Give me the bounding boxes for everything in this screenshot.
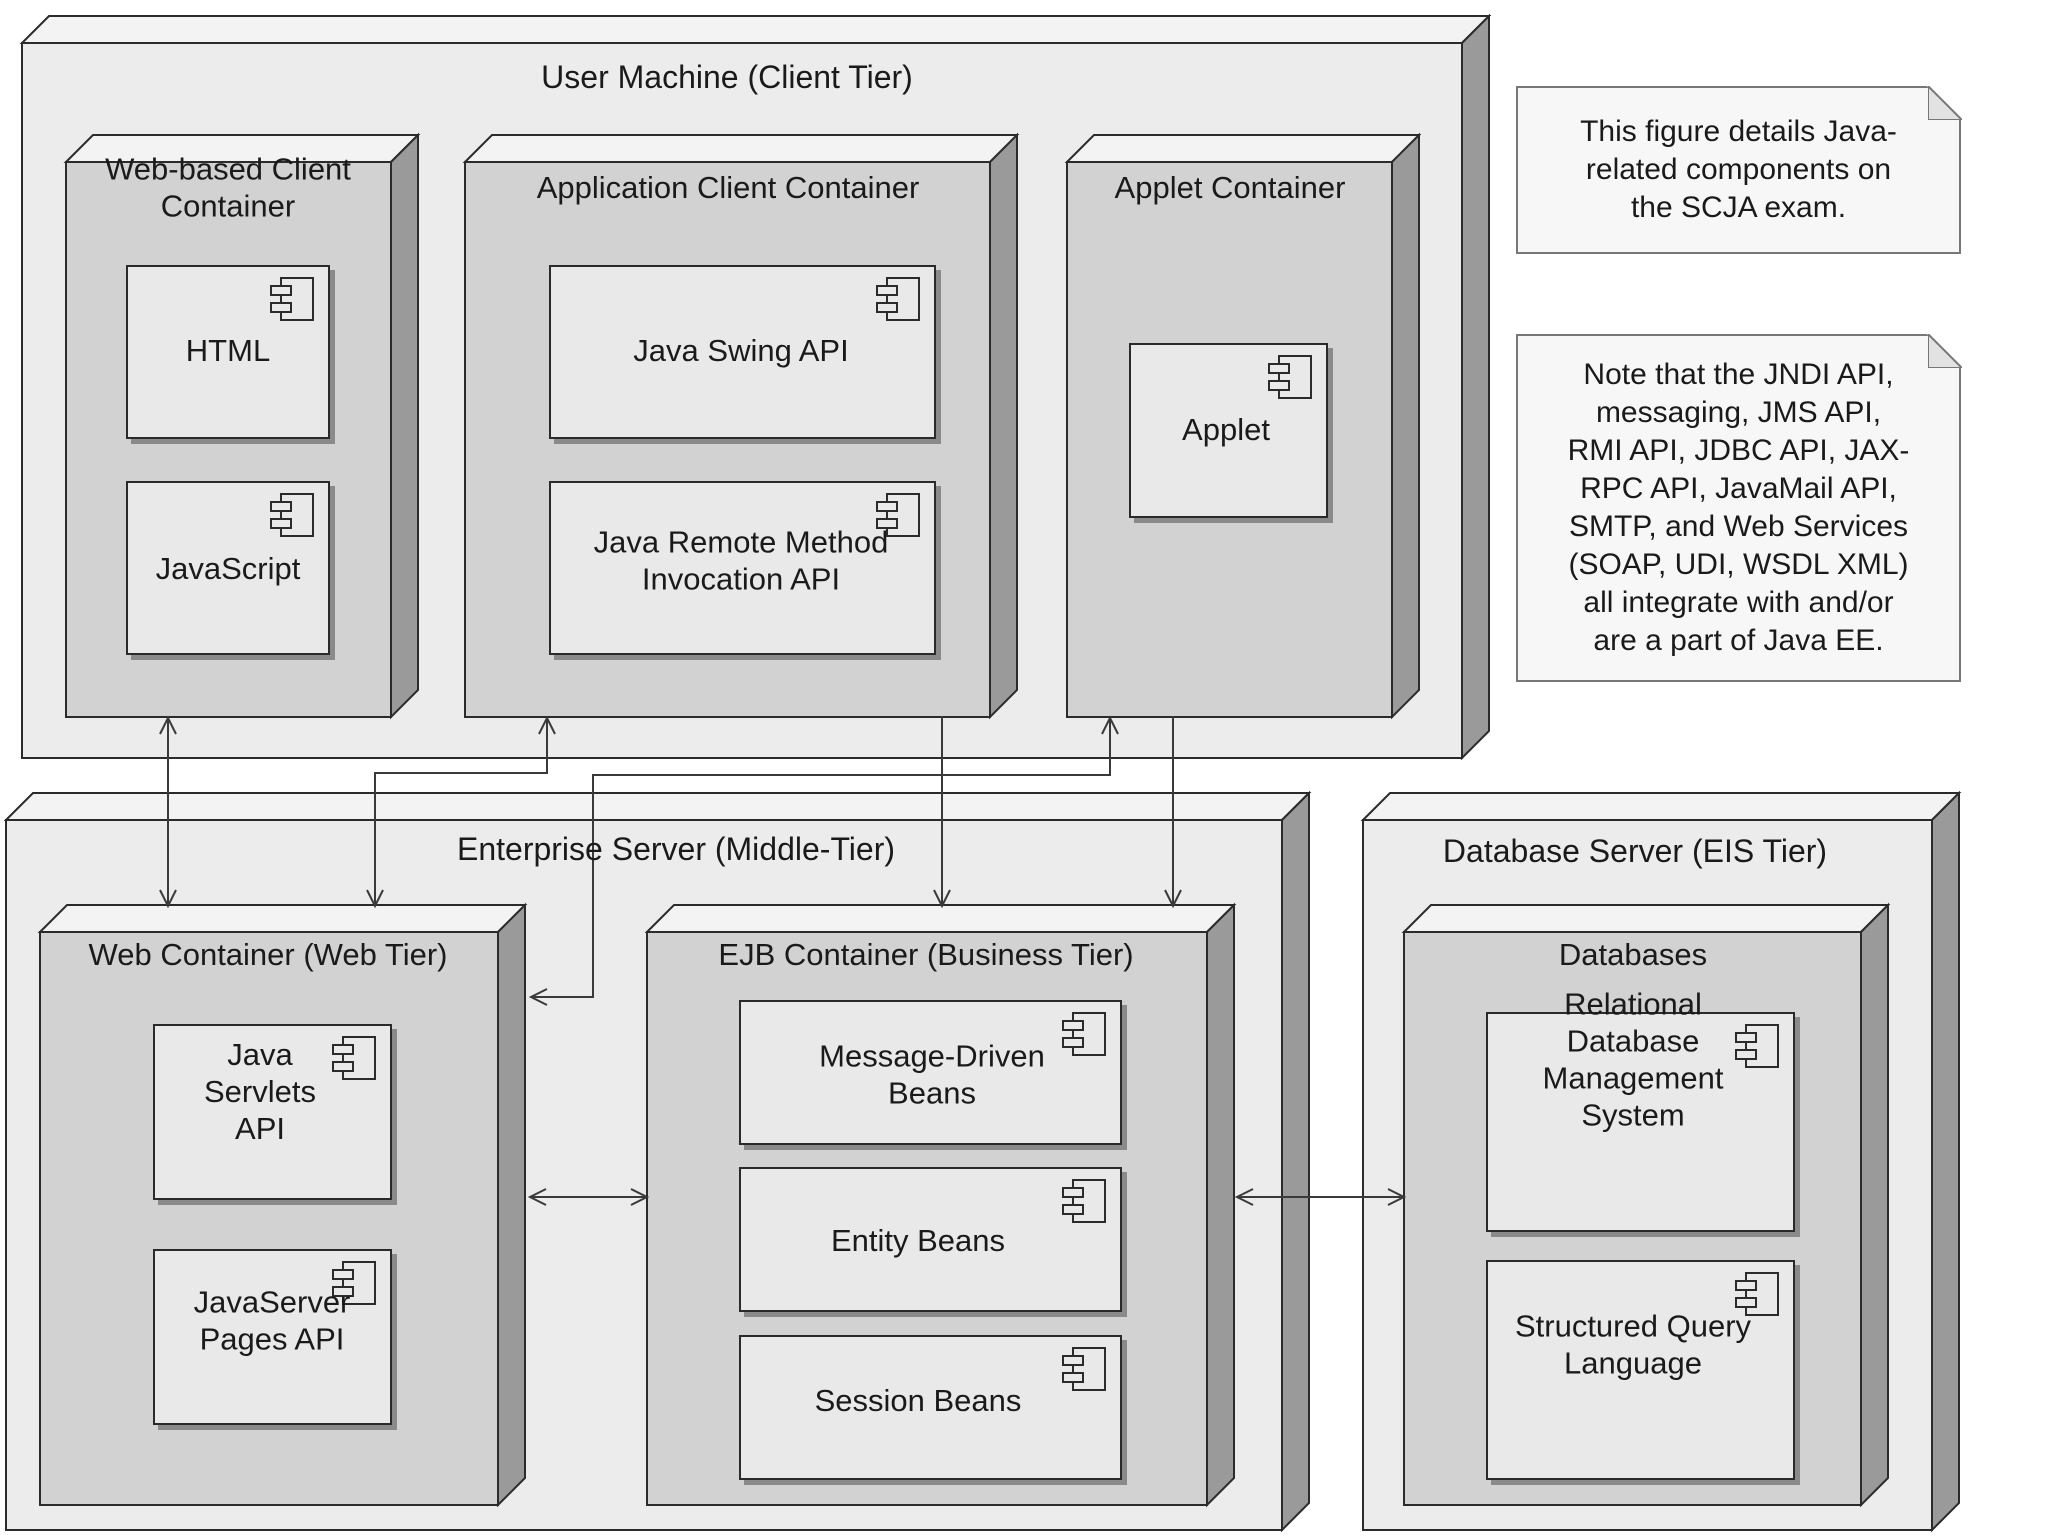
connectors xyxy=(159,715,1407,1206)
component-label-swing: Java Swing API xyxy=(633,333,848,368)
arrowhead-left-web-ejb xyxy=(527,1188,547,1206)
component-icon xyxy=(876,493,920,537)
component-icon xyxy=(270,277,314,321)
arrowhead-down-ejb-left xyxy=(933,889,951,909)
component-session-beans xyxy=(739,1335,1122,1480)
component-applet xyxy=(1129,343,1328,518)
component-sql xyxy=(1486,1260,1795,1480)
component-icon xyxy=(1062,1012,1106,1056)
component-java-servlets-api xyxy=(153,1024,392,1200)
component-entity-beans xyxy=(739,1167,1122,1312)
tier-label-eis: Database Server (EIS Tier) xyxy=(1443,833,1827,869)
component-label-entity: Entity Beans xyxy=(831,1223,1005,1258)
component-label-javascript: JavaScript xyxy=(156,551,301,586)
component-icon xyxy=(1735,1024,1779,1068)
container-label-app-client: Application Client Container xyxy=(537,170,920,205)
component-icon xyxy=(270,493,314,537)
component-jsp-api xyxy=(153,1249,392,1425)
arrowhead-up-appclient xyxy=(538,715,556,735)
note-fold-icon xyxy=(1928,334,1962,368)
container-label-databases: Databases xyxy=(1559,937,1707,972)
tier-label-client: User Machine (Client Tier) xyxy=(541,59,913,95)
component-icon xyxy=(1062,1179,1106,1223)
arrowhead-left-ejb-db xyxy=(1234,1188,1254,1206)
component-icon xyxy=(876,277,920,321)
arrowhead-right-web-ejb xyxy=(630,1188,650,1206)
arrowhead-up-applet xyxy=(1101,715,1119,735)
component-icon xyxy=(1268,355,1312,399)
component-label-applet: Applet xyxy=(1182,412,1270,447)
component-message-driven-beans xyxy=(739,1000,1122,1145)
arrowhead-down-web-right xyxy=(366,889,384,909)
note-fold-icon xyxy=(1928,86,1962,120)
container-label-applet: Applet Container xyxy=(1115,170,1346,205)
component-rdbms xyxy=(1486,1012,1795,1232)
container-applet xyxy=(1064,132,1422,720)
container-label-web: Web Container (Web Tier) xyxy=(89,937,448,972)
container-label-ejb: EJB Container (Business Tier) xyxy=(718,937,1133,972)
component-icon xyxy=(332,1036,376,1080)
connector-appclient-web xyxy=(374,718,548,906)
arrowhead-left-web xyxy=(528,988,548,1006)
component-icon xyxy=(1735,1272,1779,1316)
note-integration: Note that the JNDI API, messaging, JMS A… xyxy=(1516,334,1961,682)
connector-applet-web xyxy=(531,718,1111,998)
component-label-html: HTML xyxy=(186,333,270,368)
component-java-swing-api xyxy=(549,265,936,439)
tier-label-middle: Enterprise Server (Middle-Tier) xyxy=(457,831,895,867)
note-figure-description: This figure details Java- related compon… xyxy=(1516,86,1961,254)
arrowhead-right-ejb-db xyxy=(1387,1188,1407,1206)
component-javascript xyxy=(126,481,330,655)
component-icon xyxy=(1062,1347,1106,1391)
container-web-client xyxy=(63,132,421,720)
arrowhead-down-web-left xyxy=(159,889,177,909)
component-icon xyxy=(332,1261,376,1305)
arrowhead-down-ejb-right xyxy=(1164,889,1182,909)
arrowhead-up-webclient xyxy=(159,715,177,735)
component-label-session: Session Beans xyxy=(815,1383,1022,1418)
component-java-rmi-api xyxy=(549,481,936,655)
component-html xyxy=(126,265,330,439)
